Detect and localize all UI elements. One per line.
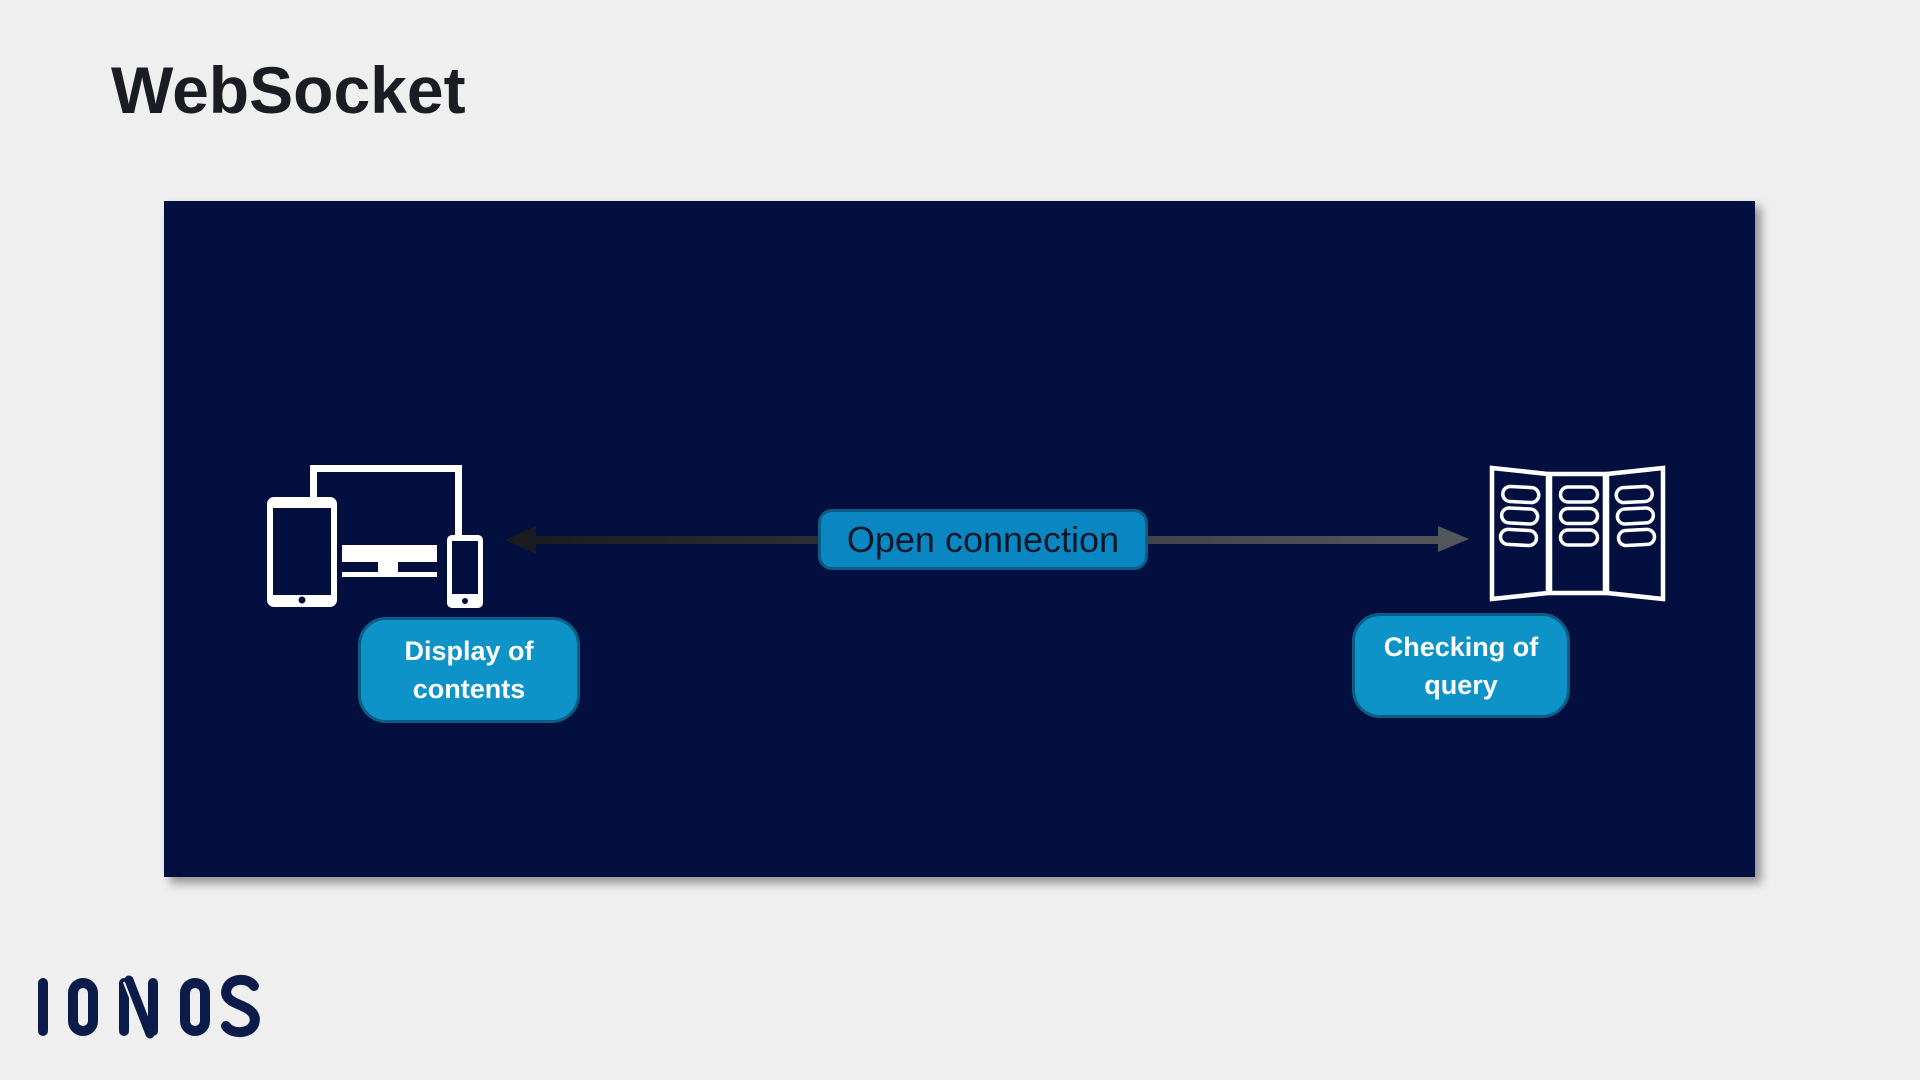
diagram-panel: Open connection Display of contents Chec… — [164, 201, 1755, 877]
arrowhead-right-icon — [1438, 526, 1469, 552]
logo-letter-o1 — [68, 978, 98, 1036]
logo-letter-n — [119, 975, 158, 1039]
ionos-logo — [38, 974, 260, 1039]
arrowhead-left-icon — [505, 526, 536, 554]
devices-icon — [267, 465, 483, 608]
logo-letter-o2 — [180, 978, 210, 1036]
open-connection-label: Open connection — [818, 509, 1148, 570]
logo-letter-s — [221, 974, 260, 1038]
display-of-contents-label: Display of contents — [358, 617, 580, 723]
open-connection-text: Open connection — [846, 518, 1120, 560]
page-title: WebSocket — [111, 53, 466, 127]
server-icon — [1489, 465, 1666, 602]
display-of-contents-text: Display of contents — [404, 636, 534, 704]
checking-of-query-text: Checking of query — [1383, 631, 1539, 700]
checking-of-query-label: Checking of query — [1352, 613, 1570, 718]
